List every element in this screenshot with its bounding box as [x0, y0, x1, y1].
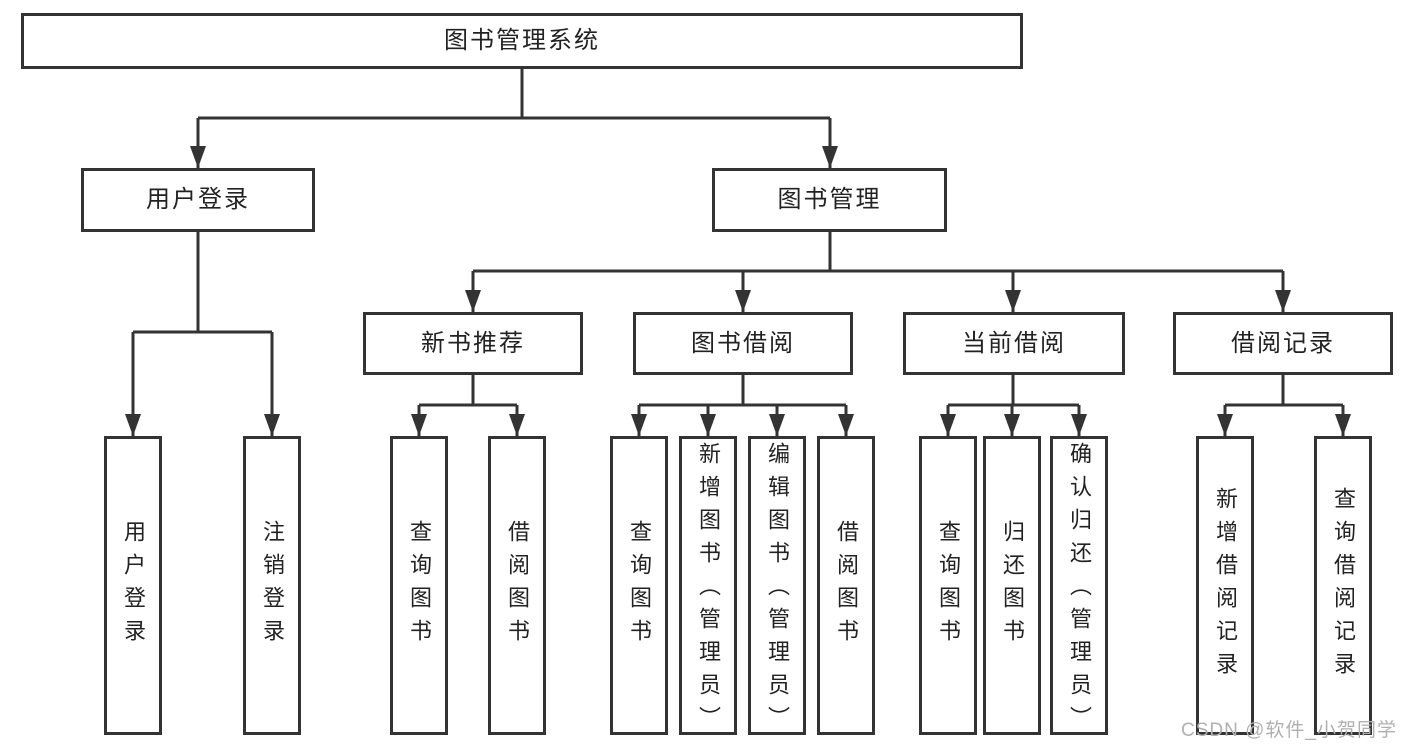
leaf-query-books-current: 查询图书 [919, 436, 977, 735]
leaf-borrow-books-recommend: 借阅图书 [488, 436, 546, 735]
connector-borrowing-records-children [1217, 375, 1351, 436]
connector-book-management-children [465, 232, 1291, 312]
leaf-query-borrow-record: 查询借阅记录 [1314, 436, 1372, 735]
leaf-borrow-books-recommend-label: 借阅图书 [505, 519, 530, 652]
connector-root-to-level2 [190, 69, 838, 168]
leaf-query-books-borrowing: 查询图书 [610, 436, 668, 735]
leaf-confirm-return-admin: 确认归还（管理员） [1050, 436, 1108, 739]
leaf-borrow-books-borrowing: 借阅图书 [817, 436, 875, 735]
node-current-borrowing: 当前借阅 [903, 312, 1125, 375]
node-borrowing-records-label: 借阅记录 [1231, 329, 1335, 357]
leaf-edit-books-admin-label: 编辑图书（管理员） [765, 441, 790, 739]
connector-user-login-children [125, 232, 280, 436]
node-current-borrowing-label: 当前借阅 [962, 329, 1066, 357]
leaf-confirm-return-admin-label: 确认归还（管理员） [1067, 441, 1092, 739]
csdn-watermark: CSDN @软件_小贺同学 [1181, 720, 1397, 741]
node-library-system-label: 图书管理系统 [444, 27, 600, 54]
node-borrowing-records: 借阅记录 [1173, 312, 1393, 375]
leaf-add-borrow-record-label: 新增借阅记录 [1213, 486, 1238, 685]
node-library-system: 图书管理系统 [21, 13, 1023, 69]
connector-book-borrowing-children [631, 375, 854, 436]
leaf-query-books-recommend-label: 查询图书 [407, 519, 432, 652]
connector-current-borrowing-children [940, 375, 1087, 436]
leaf-user-login-label: 用户登录 [121, 519, 146, 652]
leaf-return-books: 归还图书 [983, 436, 1041, 735]
node-user-login-label: 用户登录 [146, 186, 250, 213]
node-book-borrowing-label: 图书借阅 [691, 329, 795, 357]
leaf-borrow-books-borrowing-label: 借阅图书 [834, 519, 859, 652]
leaf-query-books-recommend: 查询图书 [390, 436, 448, 735]
leaf-query-books-current-label: 查询图书 [936, 519, 961, 652]
leaf-edit-books-admin: 编辑图书（管理员） [748, 436, 806, 739]
leaf-add-borrow-record: 新增借阅记录 [1196, 436, 1254, 735]
node-book-borrowing: 图书借阅 [633, 312, 853, 375]
leaf-logout-label: 注销登录 [260, 519, 285, 652]
leaf-add-books-admin: 新增图书（管理员） [679, 436, 737, 739]
node-book-management-label: 图书管理 [777, 186, 882, 213]
leaf-query-books-borrowing-label: 查询图书 [627, 519, 652, 652]
connector-new-book-recommendation-children [411, 375, 525, 436]
node-new-book-recommendation: 新书推荐 [363, 312, 583, 375]
node-user-login: 用户登录 [81, 168, 315, 232]
leaf-add-books-admin-label: 新增图书（管理员） [696, 441, 721, 739]
leaf-return-books-label: 归还图书 [1000, 519, 1025, 652]
leaf-logout: 注销登录 [243, 436, 301, 735]
leaf-query-borrow-record-label: 查询借阅记录 [1331, 486, 1356, 685]
leaf-user-login: 用户登录 [104, 436, 162, 735]
node-book-management: 图书管理 [712, 168, 947, 232]
node-new-book-recommendation-label: 新书推荐 [421, 329, 525, 357]
